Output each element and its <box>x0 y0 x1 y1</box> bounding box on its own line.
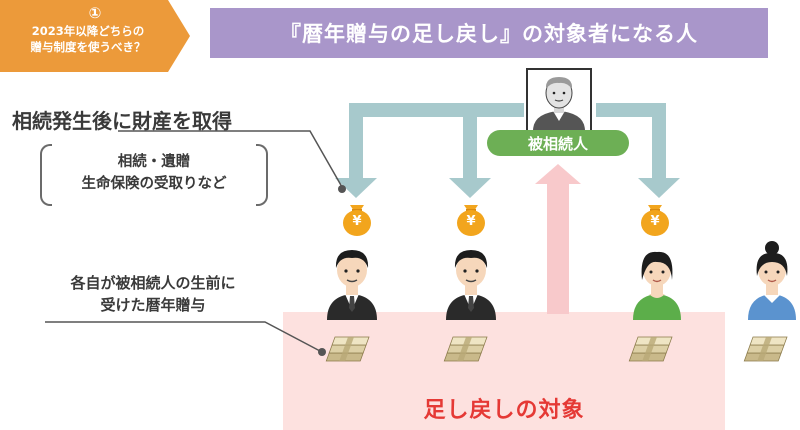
elder-person-icon <box>526 68 592 132</box>
decedent-label: 被相続人 <box>487 130 629 156</box>
man-suit-icon <box>445 249 497 321</box>
inheritance-flow-arrows <box>335 103 680 198</box>
cash-stack-icon <box>443 336 488 362</box>
woman-blue-icon <box>747 240 797 321</box>
gift-leader-line <box>45 321 321 352</box>
bracket-right <box>256 144 268 206</box>
step-badge: ① 2023年以降どちらの 贈与制度を使うべき？ <box>0 0 190 72</box>
yen-symbol: ¥ <box>352 214 362 229</box>
acquisition-detail-line2: 生命保険の受取りなど <box>81 176 227 192</box>
yen-symbol: ¥ <box>466 214 476 229</box>
add-back-target-label: 足し戻しの対象 <box>423 398 585 423</box>
step-number: ① <box>88 4 102 22</box>
bracket-left <box>40 144 52 206</box>
step-question-line2: 贈与制度を使うべき？ <box>30 40 146 54</box>
acquisition-detail: 相続・遺贈 生命保険の受取りなど <box>40 144 268 206</box>
step-question-line1: 2023年以降どちらの <box>31 24 145 38</box>
page-title: 『暦年贈与の足し戻し』の対象者になる人 <box>210 8 768 58</box>
woman-green-icon <box>632 251 682 321</box>
acquisition-heading: 相続発生後に財産を取得 <box>12 109 232 133</box>
gift-note: 各自が被相続人の生前に 受けた暦年贈与 <box>28 272 278 316</box>
gift-note-line2: 受けた暦年贈与 <box>100 296 206 314</box>
cash-stack-icon <box>628 336 673 362</box>
acquisition-leader-line <box>118 130 343 188</box>
man-suit-icon <box>326 249 378 321</box>
add-back-target-area <box>283 312 725 430</box>
cash-stack-icon <box>325 336 370 362</box>
cash-stack-icon <box>743 336 788 362</box>
acquisition-detail-line1: 相続・遺贈 <box>117 154 191 170</box>
gift-note-line1: 各自が被相続人の生前に <box>70 274 236 292</box>
yen-symbol: ¥ <box>650 214 660 229</box>
add-back-arrow <box>535 164 581 314</box>
